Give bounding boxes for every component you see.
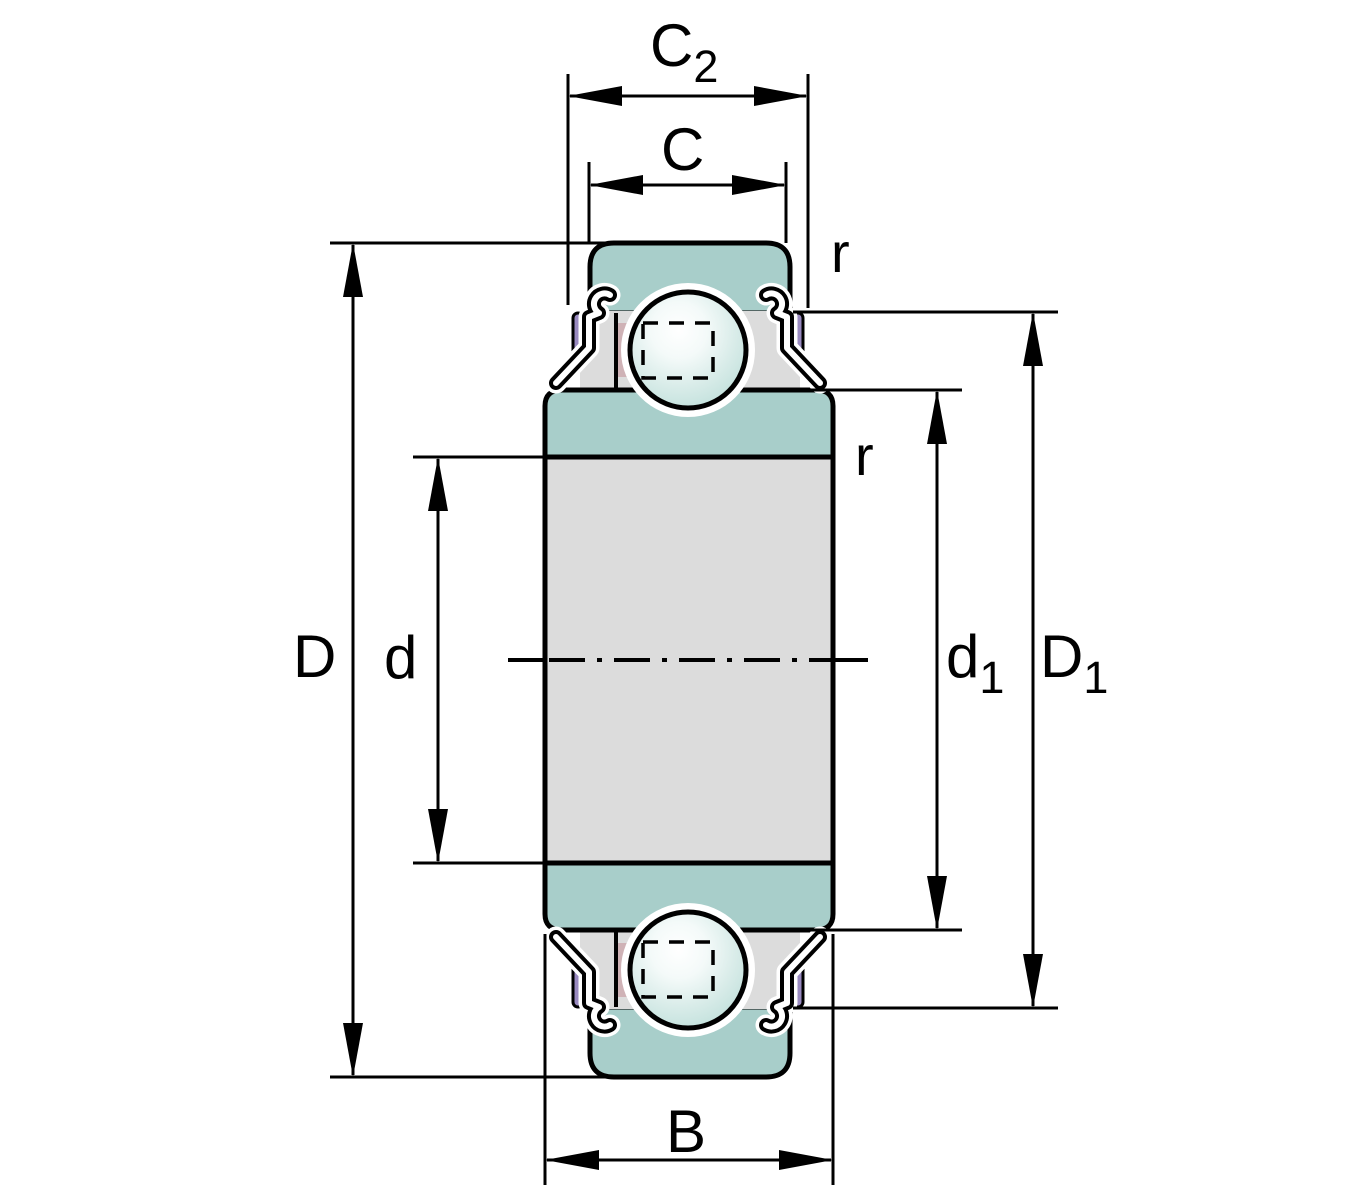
label-d1-sub: 1 [979,652,1004,703]
label-r-top: r [831,221,850,284]
label-c: C [661,116,704,183]
label-B: B [666,1098,706,1165]
dimension-c [587,162,788,243]
label-r-mid: r [855,424,874,487]
cage-pocket-dashed-top [641,321,715,380]
cage-pocket-dashed-bottom [641,940,715,999]
label-d1: d1 [946,623,1004,703]
ball-top [627,289,749,411]
label-D1: D1 [1040,623,1108,703]
label-c2-main: C [650,12,693,79]
label-D1-main: D [1040,623,1083,690]
dimension-D1 [793,310,1058,1010]
dimension-B [543,934,835,1185]
label-d: d [384,624,417,691]
label-D1-sub: 1 [1083,652,1108,703]
label-c2: C2 [650,12,718,92]
dimension-d [413,455,545,865]
dimension-D [330,241,618,1079]
label-c2-sub: 2 [693,41,718,92]
label-D: D [293,623,336,690]
label-d1-main: d [946,623,979,690]
dimension-d1 [790,388,962,932]
ball-bottom [627,909,749,1031]
dimension-c2 [566,74,810,308]
